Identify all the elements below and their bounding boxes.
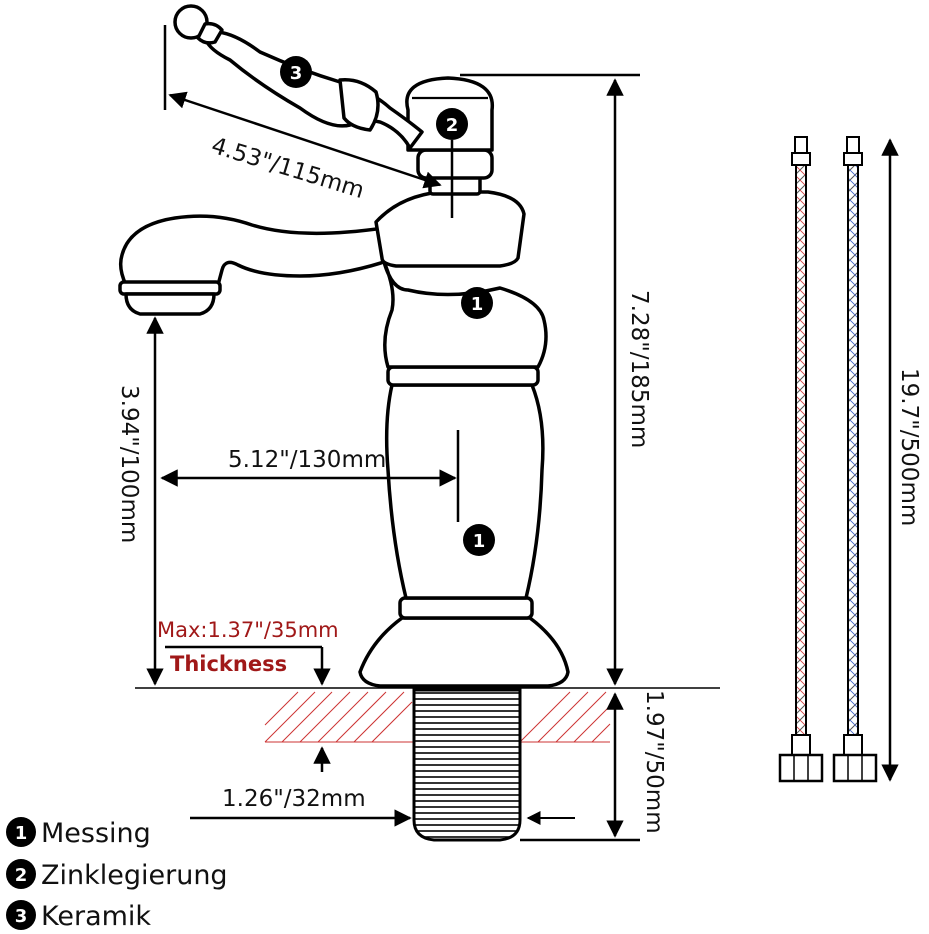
- marker-1-upper: 1: [461, 287, 493, 319]
- legend-item-keramik: 3 Keramik: [6, 900, 151, 932]
- thickness-label: Thickness: [170, 652, 287, 676]
- handle-length-label: 4.53"/115mm: [208, 133, 367, 204]
- shank-diameter-label: 1.26"/32mm: [222, 786, 366, 812]
- marker-3: 3: [280, 56, 312, 88]
- thickness-max-label: Max:1.37"/35mm: [157, 618, 339, 642]
- legend: 1 Messing 2 Zinklegierung 3 Keramik: [6, 817, 228, 932]
- countertop-hatch: [135, 687, 720, 743]
- svg-text:Zinklegierung: Zinklegierung: [41, 860, 228, 891]
- svg-text:2: 2: [446, 115, 459, 136]
- hose-length-label: 19.7"/500mm: [896, 368, 922, 526]
- svg-text:1: 1: [473, 531, 486, 552]
- shank-length-label: 1.97"/50mm: [641, 690, 667, 834]
- marker-1-lower: 1: [463, 524, 495, 556]
- legend-item-zinklegierung: 2 Zinklegierung: [6, 859, 228, 891]
- svg-text:2: 2: [15, 865, 28, 886]
- supply-hoses: [778, 136, 878, 783]
- threaded-shank: [412, 688, 522, 842]
- marker-2: 2: [436, 108, 468, 140]
- svg-text:Messing: Messing: [41, 818, 151, 849]
- total-height-label: 7.28"/185mm: [626, 290, 652, 448]
- svg-text:3: 3: [15, 906, 28, 927]
- svg-text:1: 1: [15, 823, 28, 844]
- spout-height-label: 3.94"/100mm: [116, 385, 142, 543]
- spout-reach-label: 5.12"/130mm: [228, 447, 386, 473]
- svg-text:1: 1: [471, 294, 484, 315]
- dimension-lines: [146, 25, 899, 842]
- faucet-body: [118, 4, 570, 688]
- legend-item-messing: 1 Messing: [6, 817, 151, 849]
- svg-text:Keramik: Keramik: [41, 901, 151, 932]
- svg-text:3: 3: [290, 63, 303, 84]
